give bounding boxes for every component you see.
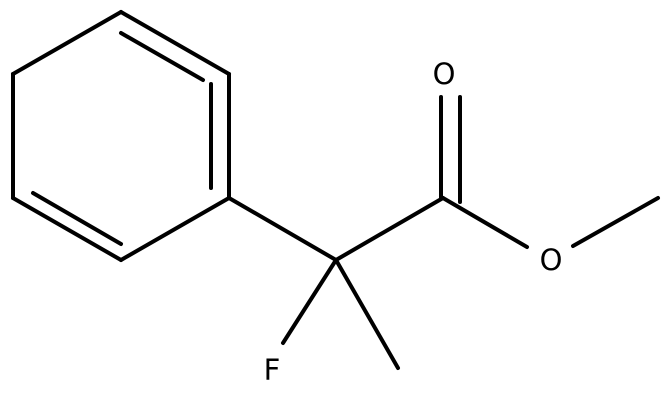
ring-bond-3 xyxy=(119,196,231,262)
ring-double-bond-inner-3 xyxy=(31,191,123,246)
ring-bond-4 xyxy=(11,196,123,262)
alpha-carbon-to-fluorine-bond xyxy=(281,258,338,345)
ring-bond-6 xyxy=(11,10,123,76)
carbonyl-oxygen-label: O xyxy=(433,57,456,91)
alpha-carbon-to-carbonyl-bond xyxy=(334,196,445,262)
ester-oxygen-label: O xyxy=(540,243,563,277)
alpha-carbon-to-methyl-bond xyxy=(334,258,400,370)
ester-oxygen-to-methyl-bond xyxy=(571,196,660,248)
ring-bond-1 xyxy=(119,10,231,76)
fluorine-label: F xyxy=(264,353,281,387)
ring-double-bond-inner-1 xyxy=(119,31,205,82)
carbonyl-to-ester-oxygen-bond xyxy=(441,196,529,249)
ring-to-alpha-carbon-bond xyxy=(227,196,338,262)
